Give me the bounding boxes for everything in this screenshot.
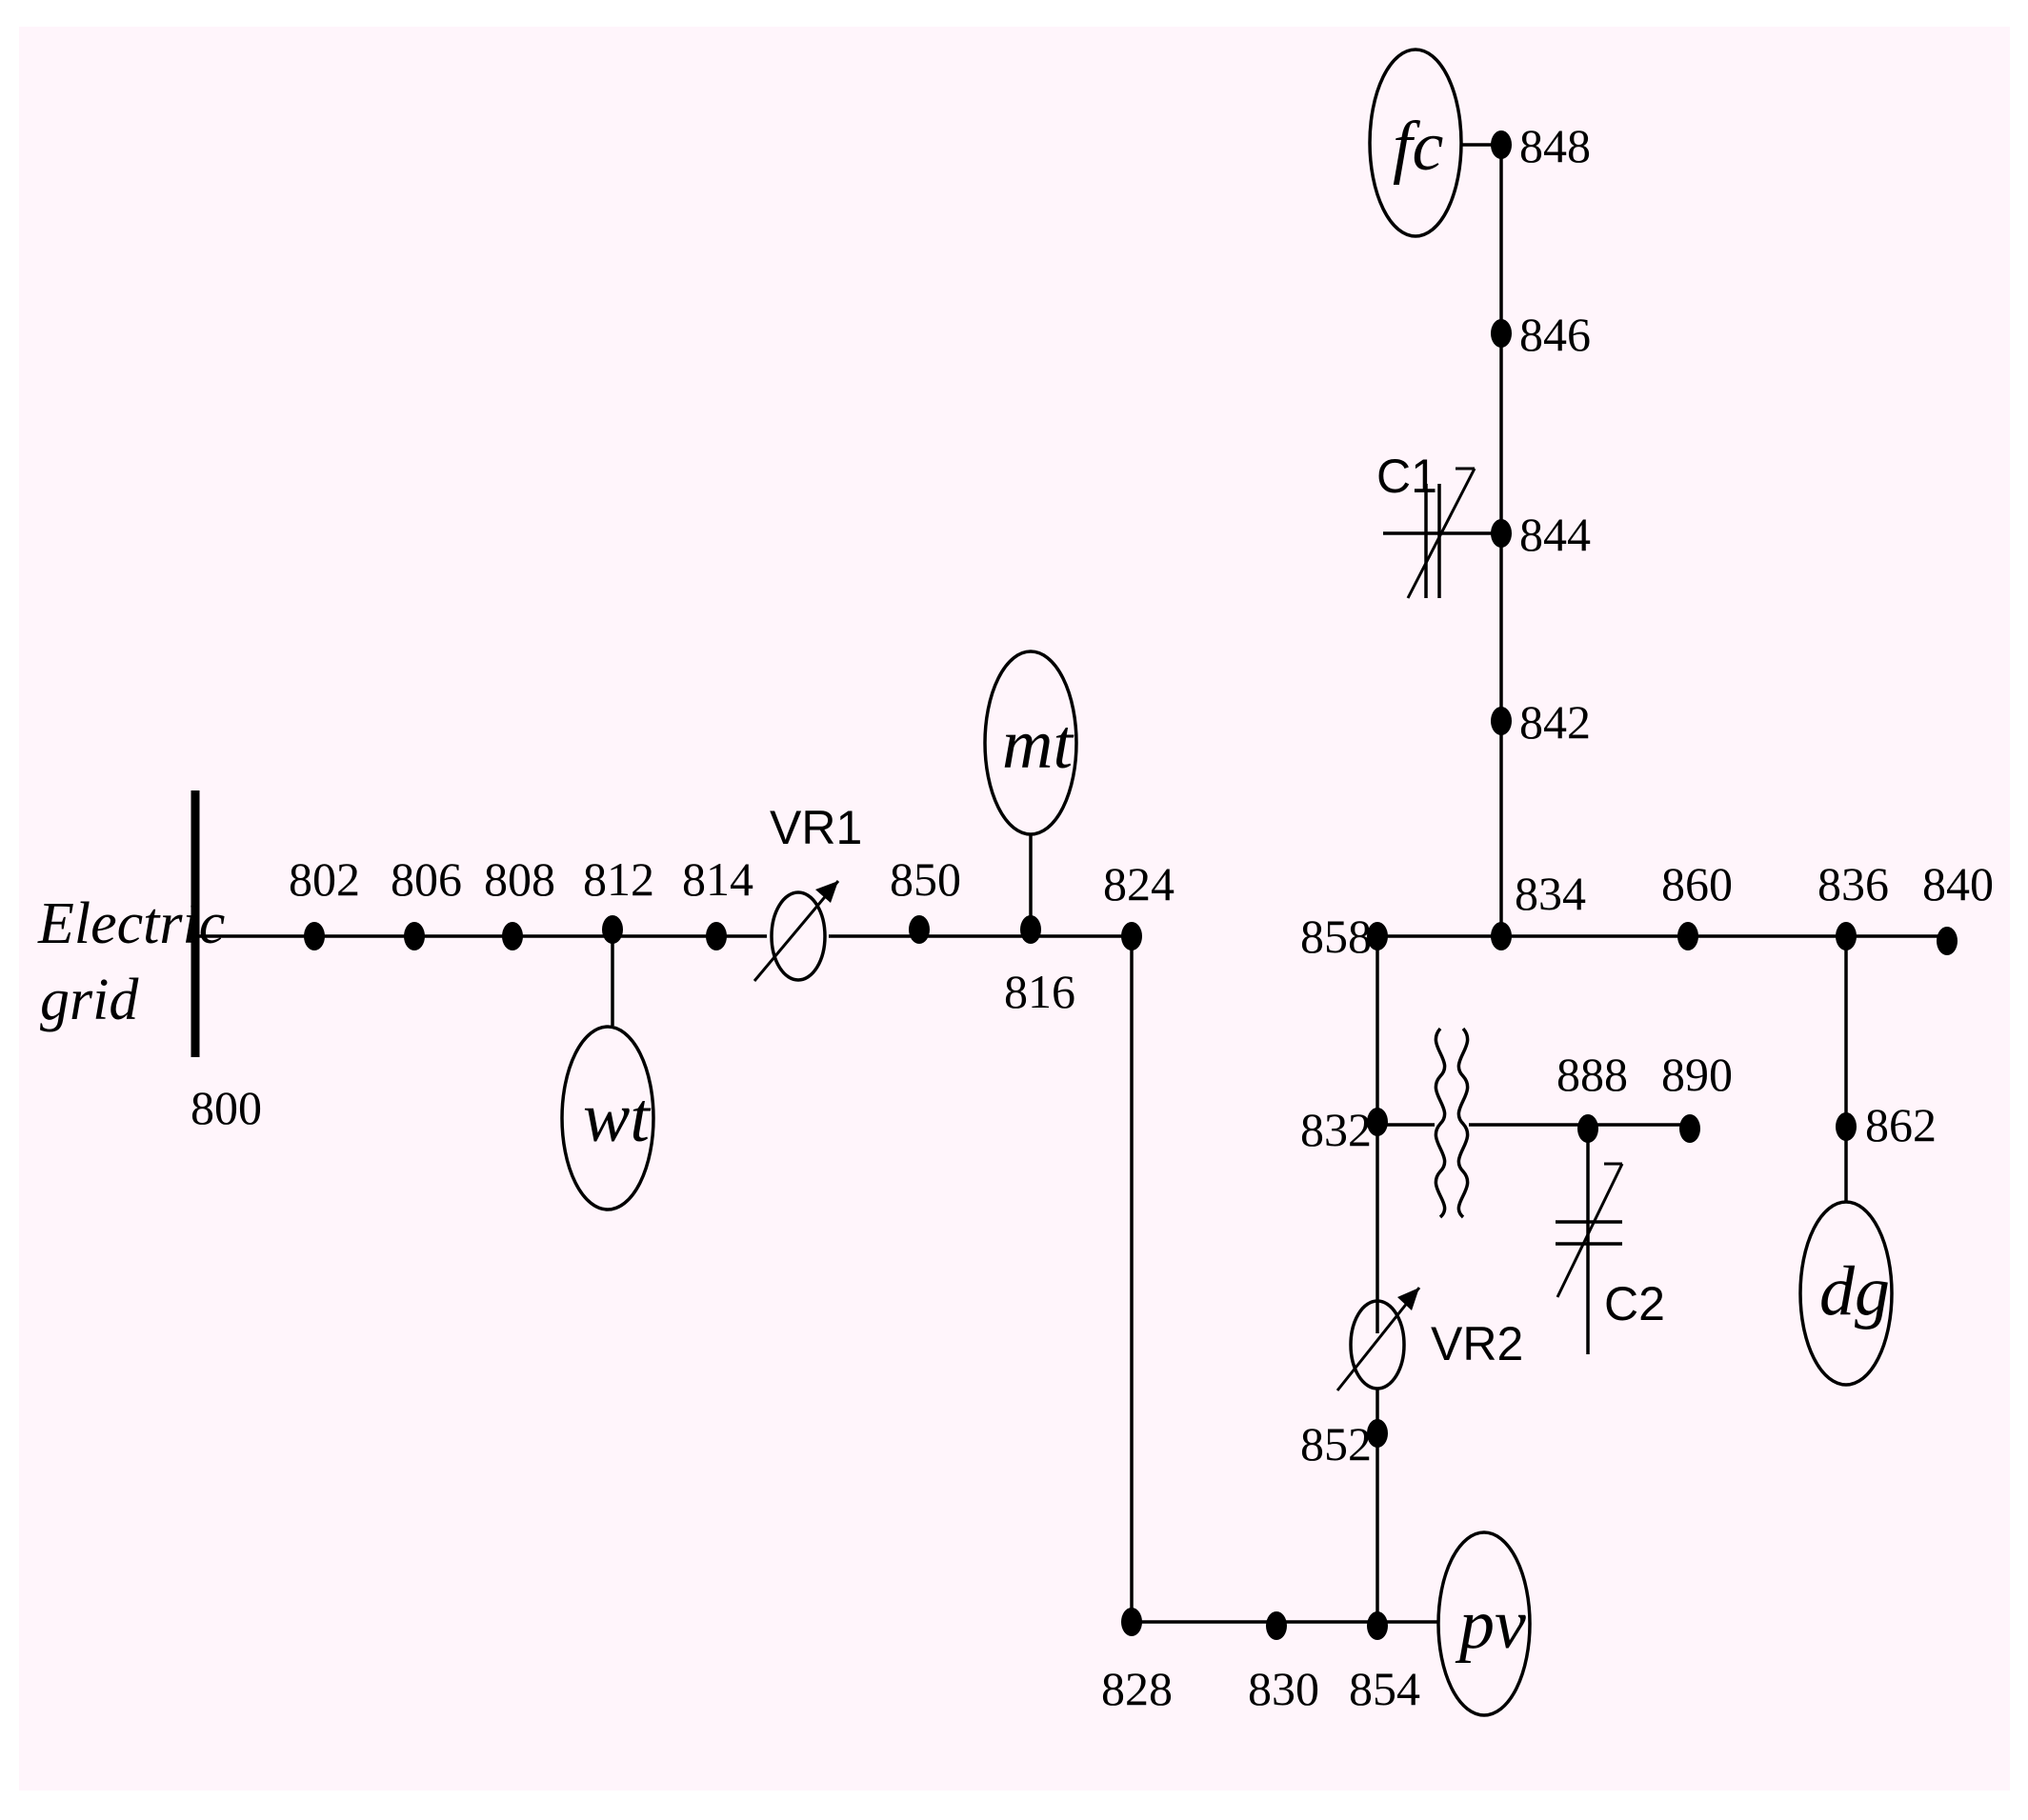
bus-label-890: 890 bbox=[1661, 1048, 1733, 1101]
generator-pv[interactable]: pv bbox=[1436, 1530, 1532, 1717]
bus-label-814: 814 bbox=[682, 852, 753, 906]
bus-label-848: 848 bbox=[1519, 119, 1591, 172]
bus-node-836[interactable] bbox=[1836, 922, 1857, 950]
generator-dg-label: dg bbox=[1819, 1252, 1890, 1330]
transformer-coil-right bbox=[1456, 1027, 1470, 1219]
generator-pv-label: pv bbox=[1455, 1586, 1526, 1664]
bus-label-808: 808 bbox=[484, 852, 555, 906]
bus-label-806: 806 bbox=[391, 852, 462, 906]
bus-label-860: 860 bbox=[1661, 857, 1733, 910]
bus-node-840[interactable] bbox=[1937, 927, 1958, 955]
bus-label-824: 824 bbox=[1103, 857, 1175, 910]
transformer-832-888 bbox=[1434, 1027, 1470, 1219]
bus-label-832: 832 bbox=[1300, 1103, 1372, 1156]
capacitor-c1-label: C1 bbox=[1376, 450, 1437, 503]
bus-node-828[interactable] bbox=[1121, 1608, 1142, 1636]
capacitor-c2[interactable]: C2 bbox=[1556, 1129, 1665, 1354]
bus-label-800: 800 bbox=[191, 1081, 262, 1134]
bus-node-808[interactable] bbox=[502, 922, 523, 950]
regulator-vr2-circle bbox=[1349, 1299, 1406, 1390]
bus-node-846[interactable] bbox=[1491, 319, 1512, 348]
transformer-coil-left bbox=[1434, 1027, 1447, 1219]
regulator-vr1[interactable]: VR1 bbox=[753, 801, 862, 982]
capacitor-c2-label: C2 bbox=[1604, 1277, 1665, 1330]
bus-label-850: 850 bbox=[890, 852, 961, 906]
bus-label-854: 854 bbox=[1349, 1662, 1420, 1715]
bus-label-862: 862 bbox=[1865, 1098, 1937, 1151]
generator-fc-circle bbox=[1368, 48, 1463, 238]
regulator-vr1-label: VR1 bbox=[770, 801, 862, 854]
bus-nodes bbox=[304, 130, 1958, 1640]
regulator-vr2-arrowhead bbox=[1397, 1288, 1419, 1310]
capacitor-c1[interactable]: C1 bbox=[1376, 450, 1501, 599]
bus-node-852[interactable] bbox=[1367, 1419, 1388, 1448]
bus-label-846: 846 bbox=[1519, 308, 1591, 361]
regulator-vr2-label: VR2 bbox=[1431, 1317, 1523, 1370]
bus-label-812: 812 bbox=[583, 852, 654, 906]
generator-wt-circle bbox=[560, 1025, 655, 1211]
bus-label-858: 858 bbox=[1300, 910, 1372, 963]
bus-label-816: 816 bbox=[1004, 965, 1075, 1018]
generator-mt[interactable]: mt bbox=[983, 650, 1078, 836]
bus-node-862[interactable] bbox=[1836, 1112, 1857, 1141]
generator-fc[interactable]: fc bbox=[1368, 48, 1463, 238]
generator-fc-label: fc bbox=[1393, 108, 1444, 186]
bus-node-854[interactable] bbox=[1367, 1611, 1388, 1640]
regulator-vr2[interactable]: VR2 bbox=[1335, 1287, 1523, 1391]
regulator-vr1-arrow bbox=[753, 880, 840, 982]
diagram-background bbox=[19, 27, 2010, 1790]
bus-label-888: 888 bbox=[1556, 1048, 1628, 1101]
bus-node-842[interactable] bbox=[1491, 707, 1512, 735]
grid-label-line2: grid bbox=[40, 968, 139, 1032]
bus-label-828: 828 bbox=[1101, 1662, 1173, 1715]
bus-label-830: 830 bbox=[1248, 1662, 1319, 1715]
bus-node-824[interactable] bbox=[1121, 922, 1142, 950]
grid-label-line1: Electric bbox=[37, 891, 225, 956]
bus-label-842: 842 bbox=[1519, 695, 1591, 749]
bus-label-834: 834 bbox=[1515, 867, 1586, 920]
bus-label-844: 844 bbox=[1519, 508, 1591, 561]
bus-labels: 800 802 806 808 812 814 850 816 824 828 … bbox=[191, 119, 1994, 1715]
bus-node-812[interactable] bbox=[602, 915, 623, 944]
generator-mt-circle bbox=[983, 650, 1078, 836]
bus-node-858[interactable] bbox=[1367, 922, 1388, 950]
regulator-vr1-circle bbox=[770, 890, 827, 982]
generator-wt-label: wt bbox=[583, 1079, 652, 1157]
bus-label-852: 852 bbox=[1300, 1417, 1372, 1470]
bus-node-850[interactable] bbox=[909, 915, 930, 944]
bus-node-890[interactable] bbox=[1679, 1114, 1700, 1143]
bus-node-830[interactable] bbox=[1266, 1611, 1287, 1640]
bus-node-802[interactable] bbox=[304, 922, 325, 950]
bus-node-806[interactable] bbox=[404, 922, 425, 950]
generator-pv-circle bbox=[1436, 1530, 1532, 1717]
bus-label-802: 802 bbox=[289, 852, 360, 906]
generator-mt-label: mt bbox=[1002, 706, 1074, 784]
bus-node-860[interactable] bbox=[1677, 922, 1698, 950]
capacitor-c1-arrow bbox=[1406, 468, 1476, 599]
bus-node-816[interactable] bbox=[1020, 915, 1041, 944]
generator-dg[interactable]: dg bbox=[1798, 1200, 1894, 1387]
bus-node-832[interactable] bbox=[1367, 1108, 1388, 1136]
generator-wt[interactable]: wt bbox=[560, 1025, 655, 1211]
bus-label-836: 836 bbox=[1817, 857, 1889, 910]
bus-node-848[interactable] bbox=[1491, 130, 1512, 159]
bus-label-840: 840 bbox=[1922, 857, 1994, 910]
generator-dg-circle bbox=[1798, 1200, 1894, 1387]
bus-node-834[interactable] bbox=[1491, 922, 1512, 950]
bus-node-814[interactable] bbox=[706, 922, 727, 950]
regulator-vr1-arrowhead bbox=[815, 881, 838, 903]
capacitor-c2-arrow bbox=[1556, 1163, 1624, 1298]
